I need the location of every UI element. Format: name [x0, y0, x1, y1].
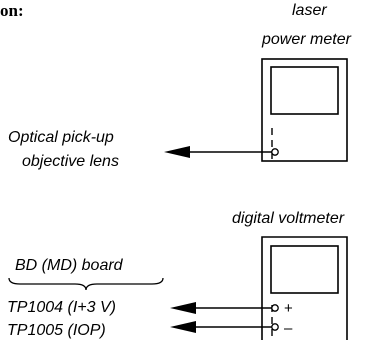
tp1004-label: TP1004 (I+3 V) — [7, 299, 116, 316]
pickup-arrow — [164, 146, 272, 158]
pickup-label-line2: objective lens — [22, 153, 119, 170]
voltmeter-minus-terminal — [271, 323, 279, 331]
board-brace — [8, 277, 164, 291]
board-label: BD (MD) board — [15, 257, 124, 274]
pickup-label-line1: Optical pick-up — [8, 129, 114, 146]
tp1005-label: TP1005 (IOP) — [7, 322, 106, 339]
voltmeter-device — [261, 236, 348, 340]
power-meter-display — [270, 66, 339, 115]
voltmeter-body — [261, 236, 348, 340]
voltmeter-plus-terminal — [271, 304, 279, 312]
tp1004-arrow — [170, 302, 272, 314]
voltmeter-display — [270, 245, 339, 294]
minus-sign: – — [284, 320, 293, 337]
heading-fragment: on: — [0, 1, 24, 20]
power-meter-device — [261, 58, 348, 162]
plus-sign: + — [284, 300, 293, 317]
power-meter-label-line1: laser — [292, 2, 327, 19]
voltmeter-label: digital voltmeter — [232, 210, 345, 227]
power-meter-terminal — [271, 148, 279, 156]
tp1005-arrow — [170, 321, 272, 333]
power-meter-body — [261, 58, 348, 162]
power-meter-label-line2: power meter — [261, 31, 352, 48]
